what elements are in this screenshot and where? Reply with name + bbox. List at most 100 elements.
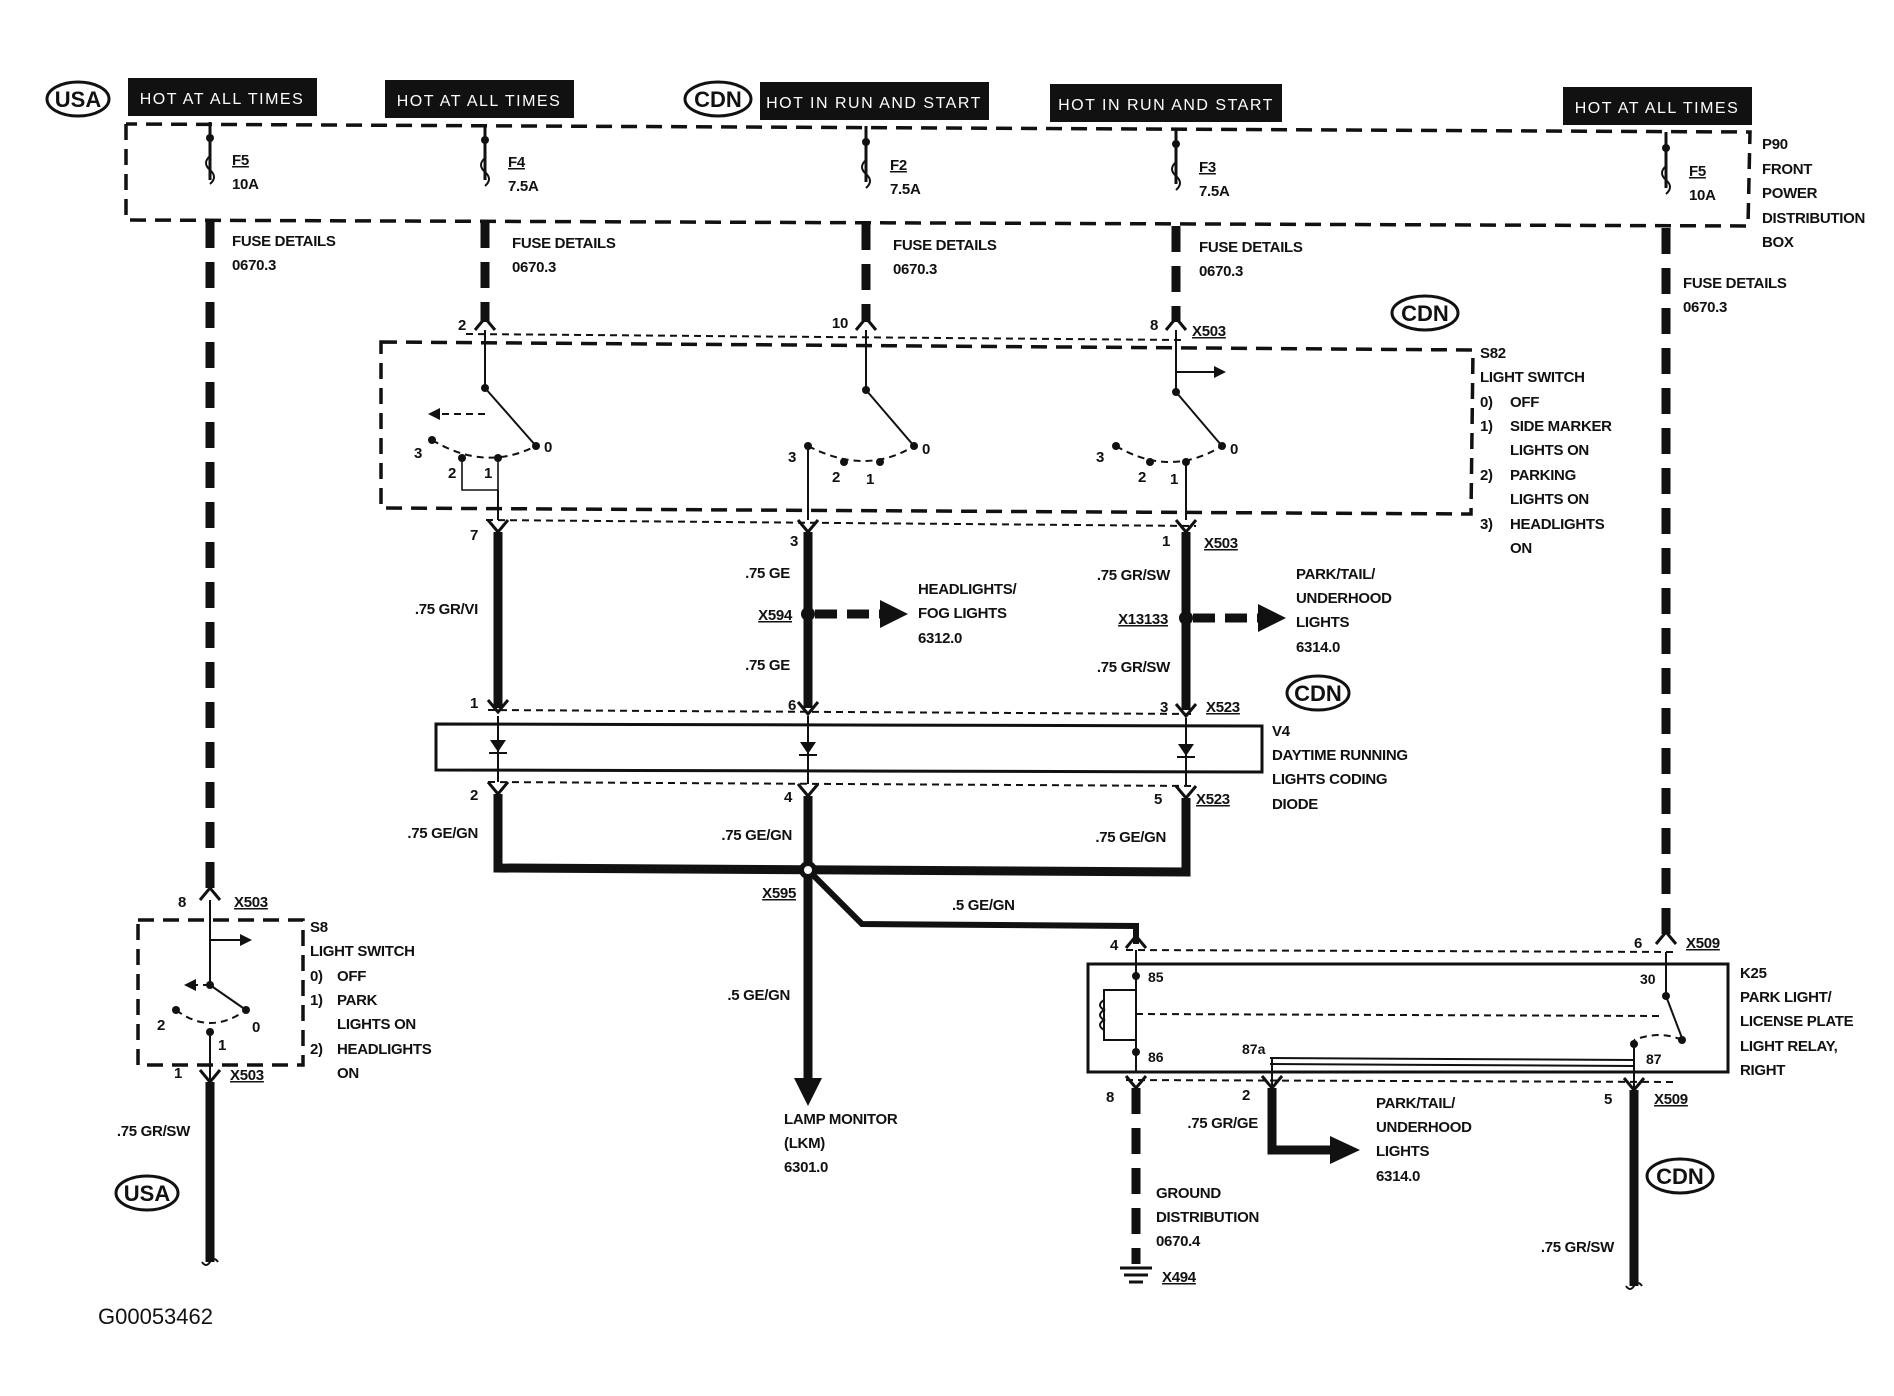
svg-text:.75 GR/SW: .75 GR/SW xyxy=(1541,1239,1615,1256)
svg-text:3: 3 xyxy=(790,533,798,550)
svg-text:FUSE DETAILS: FUSE DETAILS xyxy=(512,235,616,252)
svg-text:F5: F5 xyxy=(232,152,249,169)
svg-text:HOT IN RUN AND START: HOT IN RUN AND START xyxy=(1058,97,1274,114)
svg-text:DIODE: DIODE xyxy=(1272,796,1318,813)
wire-to-park-tail: .75 GR/GE PARK/TAIL/ UNDERHOOD LIGHTS 63… xyxy=(1187,1088,1472,1185)
svg-text:7.5A: 7.5A xyxy=(890,181,921,198)
front-power-distribution-box: P90 FRONT POWER DISTRIBUTION BOX xyxy=(124,122,1865,251)
svg-text:UNDERHOOD: UNDERHOOD xyxy=(1296,590,1392,607)
svg-text:HOT AT ALL TIMES: HOT AT ALL TIMES xyxy=(140,91,305,108)
svg-text:10: 10 xyxy=(832,315,848,332)
svg-text:2): 2) xyxy=(310,1041,323,1058)
svg-text:OFF: OFF xyxy=(337,968,366,985)
svg-text:PARKING: PARKING xyxy=(1510,467,1576,484)
svg-text:HEADLIGHTS: HEADLIGHTS xyxy=(337,1041,432,1058)
svg-text:GROUND: GROUND xyxy=(1156,1185,1221,1202)
svg-text:CDN: CDN xyxy=(694,87,742,112)
s8-light-switch: 2 0 1 S8 LIGHT SWITCH 0) OFF 1) PARK LIG… xyxy=(136,900,432,1082)
svg-text:0670.3: 0670.3 xyxy=(1683,299,1727,316)
svg-text:LIGHT SWITCH: LIGHT SWITCH xyxy=(1480,369,1585,386)
svg-text:6314.0: 6314.0 xyxy=(1296,639,1340,656)
svg-text:LAMP MONITOR: LAMP MONITOR xyxy=(784,1111,898,1128)
svg-text:ON: ON xyxy=(1510,540,1532,557)
svg-text:X509: X509 xyxy=(1686,935,1720,952)
svg-text:USA: USA xyxy=(55,87,102,112)
svg-text:DAYTIME RUNNING: DAYTIME RUNNING xyxy=(1272,747,1408,764)
svg-text:0: 0 xyxy=(252,1019,260,1036)
svg-text:0670.3: 0670.3 xyxy=(893,261,937,278)
svg-text:1: 1 xyxy=(1162,533,1170,550)
svg-text:OFF: OFF xyxy=(1510,394,1539,411)
svg-text:6312.0: 6312.0 xyxy=(918,630,962,647)
svg-text:.75 GR/SW: .75 GR/SW xyxy=(117,1123,191,1140)
svg-text:.75 GE/GN: .75 GE/GN xyxy=(407,825,478,842)
svg-text:CDN: CDN xyxy=(1401,301,1449,326)
svg-text:1): 1) xyxy=(1480,418,1493,435)
svg-text:HEADLIGHTS/: HEADLIGHTS/ xyxy=(918,581,1018,598)
svg-text:1: 1 xyxy=(174,1065,182,1082)
svg-text:2): 2) xyxy=(1480,467,1493,484)
svg-text:FOG LIGHTS: FOG LIGHTS xyxy=(918,605,1007,622)
svg-text:.75 GE/GN: .75 GE/GN xyxy=(721,827,792,844)
wire-gr-sw: .75 GR/SW .75 GR/SW X13133 PARK/TAIL/ UN… xyxy=(1097,532,1392,712)
svg-text:UNDERHOOD: UNDERHOOD xyxy=(1376,1119,1472,1136)
svg-text:.75 GE/GN: .75 GE/GN xyxy=(1095,829,1166,846)
fuse-details-labels: FUSE DETAILS 0670.3 FUSE DETAILS 0670.3 … xyxy=(232,233,1787,316)
svg-text:HOT IN RUN AND START: HOT IN RUN AND START xyxy=(766,95,982,112)
svg-text:5: 5 xyxy=(1154,791,1162,808)
svg-text:1: 1 xyxy=(484,465,492,482)
header-hot-in-run-and-start-2: HOT IN RUN AND START xyxy=(1050,84,1282,122)
svg-text:10A: 10A xyxy=(1689,187,1716,204)
v4-output-connector: 2 4 5 X523 xyxy=(470,781,1230,808)
svg-text:7: 7 xyxy=(470,527,478,544)
svg-text:PARK/TAIL/: PARK/TAIL/ xyxy=(1296,566,1376,583)
svg-text:FRONT: FRONT xyxy=(1762,161,1812,178)
svg-text:0670.3: 0670.3 xyxy=(232,257,276,274)
svg-text:6: 6 xyxy=(788,697,796,714)
wire-gr-sw-right: .75 GR/SW CDN xyxy=(1541,1090,1715,1290)
svg-text:LIGHTS: LIGHTS xyxy=(1376,1143,1429,1160)
header-hot-at-all-times-1: HOT AT ALL TIMES xyxy=(128,78,317,116)
svg-text:0670.3: 0670.3 xyxy=(512,259,556,276)
svg-text:.75 GR/SW: .75 GR/SW xyxy=(1097,567,1171,584)
svg-text:2: 2 xyxy=(1242,1087,1250,1104)
svg-text:0: 0 xyxy=(1230,441,1238,458)
svg-text:0670.3: 0670.3 xyxy=(1199,263,1243,280)
svg-text:X523: X523 xyxy=(1206,699,1240,716)
svg-text:.5 GE/GN: .5 GE/GN xyxy=(952,897,1015,914)
svg-text:LIGHTS ON: LIGHTS ON xyxy=(1510,491,1589,508)
svg-text:HOT AT ALL TIMES: HOT AT ALL TIMES xyxy=(1575,100,1740,117)
fuse-f5-left: F5 10A xyxy=(205,122,259,193)
svg-text:F3: F3 xyxy=(1199,159,1216,176)
svg-text:HEADLIGHTS: HEADLIGHTS xyxy=(1510,516,1605,533)
svg-text:BOX: BOX xyxy=(1762,234,1794,251)
svg-text:.75 GE: .75 GE xyxy=(745,657,790,674)
wire-ge: .75 GE .75 GE X594 HEADLIGHTS/ FOG LIGHT… xyxy=(745,532,1018,708)
svg-text:LIGHTS CODING: LIGHTS CODING xyxy=(1272,771,1387,788)
svg-text:LIGHTS: LIGHTS xyxy=(1296,614,1349,631)
svg-text:2: 2 xyxy=(448,465,456,482)
svg-text:10A: 10A xyxy=(232,176,259,193)
svg-text:X594: X594 xyxy=(758,607,793,624)
svg-text:(LKM): (LKM) xyxy=(784,1135,825,1152)
usa-output-wire: 1 X503 .75 GR/SW USA xyxy=(114,1065,264,1266)
wire-to-k25: .5 GE/GN 4 xyxy=(811,873,1148,954)
svg-text:2: 2 xyxy=(1138,469,1146,486)
svg-text:.75 GR/GE: .75 GR/GE xyxy=(1187,1115,1258,1132)
svg-text:.75 GE: .75 GE xyxy=(745,565,790,582)
svg-text:30: 30 xyxy=(1640,971,1656,987)
wire-gr-vi: .75 GR/VI xyxy=(415,532,503,708)
svg-text:1): 1) xyxy=(310,992,323,1009)
svg-text:2: 2 xyxy=(157,1017,165,1034)
svg-text:SIDE MARKER: SIDE MARKER xyxy=(1510,418,1612,435)
svg-text:1: 1 xyxy=(1170,471,1178,488)
wire-to-ground: GROUND DISTRIBUTION 0670.4 X494 xyxy=(1120,1088,1259,1286)
fuse-f2: F2 7.5A xyxy=(861,126,921,198)
svg-text:HOT AT ALL TIMES: HOT AT ALL TIMES xyxy=(397,93,562,110)
svg-text:.75 GR/SW: .75 GR/SW xyxy=(1097,659,1171,676)
svg-text:ON: ON xyxy=(337,1065,359,1082)
v4-diode: V4 DAYTIME RUNNING LIGHTS CODING DIODE xyxy=(434,716,1408,813)
svg-text:F2: F2 xyxy=(890,157,907,174)
svg-text:DISTRIBUTION: DISTRIBUTION xyxy=(1762,210,1865,227)
